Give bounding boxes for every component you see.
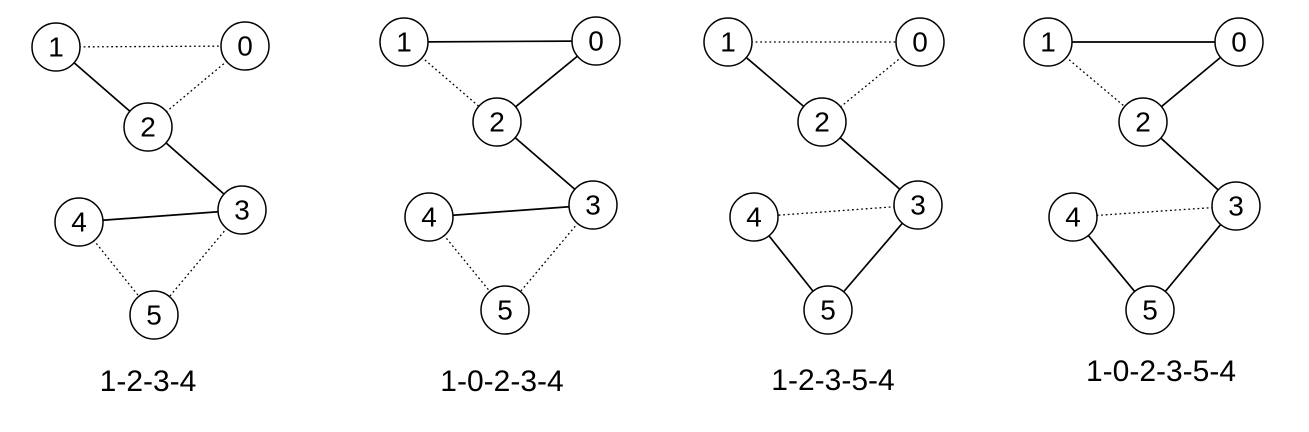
- node-label-0: 0: [588, 26, 604, 57]
- node-1: [703, 17, 753, 67]
- node-label-3: 3: [234, 195, 250, 226]
- node-3: [217, 185, 267, 235]
- node-label-1: 1: [48, 32, 64, 63]
- node-label-5: 5: [146, 300, 162, 331]
- node-label-4: 4: [1065, 202, 1081, 233]
- node-label-0: 0: [237, 31, 253, 62]
- node-label-1: 1: [1040, 27, 1056, 58]
- node-3: [1211, 181, 1261, 231]
- node-label-5: 5: [1142, 295, 1158, 326]
- node-4: [54, 197, 104, 247]
- edge-3-4-solid: [428, 204, 594, 218]
- node-1: [379, 17, 429, 67]
- node-label-3: 3: [910, 190, 926, 221]
- node-label-4: 4: [746, 202, 762, 233]
- node-3: [568, 180, 618, 230]
- node-0: [220, 21, 270, 71]
- node-4: [404, 192, 454, 242]
- node-label-4: 4: [71, 207, 87, 238]
- node-2: [1118, 97, 1168, 147]
- node-label-2: 2: [814, 107, 830, 138]
- node-label-2: 2: [140, 112, 156, 143]
- graph-1-2-3-4: 1 0 2 3 4 5: [31, 21, 270, 340]
- node-2: [472, 97, 522, 147]
- node-1: [1023, 17, 1073, 67]
- graph-1-0-2-3-4: 1 0 2 3 4 5: [379, 16, 621, 335]
- node-label-3: 3: [585, 190, 601, 221]
- graph-1-2-3-5-4: 1 0 2 3 4 5: [703, 17, 945, 335]
- node-2: [123, 102, 173, 152]
- path-label-4: 1-0-2-3-5-4: [1085, 355, 1237, 388]
- path-label-1: 1-2-3-4: [99, 365, 197, 398]
- node-1: [31, 22, 81, 72]
- node-5: [129, 290, 179, 340]
- node-3: [893, 180, 943, 230]
- graph-1-0-2-3-5-4: 1 0 2 3 4 5: [1023, 17, 1264, 335]
- node-0: [1214, 17, 1264, 67]
- path-label-2: 1-0-2-3-4: [440, 365, 564, 398]
- node-4: [729, 192, 779, 242]
- node-label-2: 2: [489, 107, 505, 138]
- node-label-0: 0: [912, 27, 928, 58]
- node-label-5: 5: [820, 295, 836, 326]
- node-label-1: 1: [720, 27, 736, 58]
- edge-1-0-solid: [403, 40, 597, 43]
- node-0: [571, 16, 621, 66]
- node-label-2: 2: [1135, 107, 1151, 138]
- node-label-4: 4: [421, 202, 437, 233]
- path-label-3: 1-2-3-5-4: [771, 364, 895, 397]
- node-5: [1125, 285, 1175, 335]
- node-label-1: 1: [396, 27, 412, 58]
- node-5: [480, 285, 530, 335]
- node-5: [803, 285, 853, 335]
- node-0: [895, 17, 945, 67]
- node-2: [797, 97, 847, 147]
- node-label-5: 5: [497, 295, 513, 326]
- node-label-3: 3: [1228, 191, 1244, 222]
- edge-3-4-solid: [78, 209, 243, 223]
- node-label-0: 0: [1231, 27, 1247, 58]
- node-4: [1048, 192, 1098, 242]
- edge-1-0-dotted: [55, 45, 246, 48]
